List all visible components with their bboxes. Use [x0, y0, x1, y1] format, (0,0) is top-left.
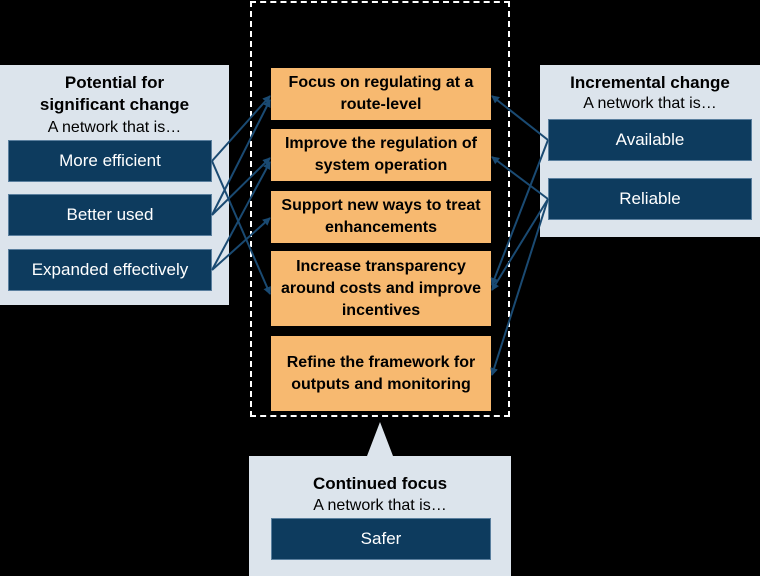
arrow-reliable-to-outputs — [490, 198, 549, 376]
right-panel-subtitle: A network that is… — [583, 95, 717, 112]
arrow-better-used-to-system — [211, 157, 271, 216]
arrow-reliable-to-system — [491, 156, 549, 200]
outputs-monitoring-box: Refine the framework for outputs and mon… — [271, 336, 491, 411]
more-efficient-box: More efficient — [8, 140, 212, 182]
left-panel-title-line2: significant change — [39, 95, 190, 114]
system-operation-box: Improve the regulation of system operati… — [271, 129, 491, 181]
bottom-panel-subtitle: A network that is… — [313, 497, 447, 514]
arrow-available-to-transparency — [490, 139, 549, 286]
route-level-box: Focus on regulating at a route-level — [271, 68, 491, 120]
transparency-box: Increase transparency around costs and i… — [271, 251, 491, 326]
safer-box: Safer — [271, 518, 491, 560]
bottom-panel-title: Continued focus — [312, 474, 448, 493]
enhancements-box: Support new ways to treat enhancements — [271, 191, 491, 243]
arrow-efficient-to-transparency — [211, 160, 271, 295]
arrow-expanded-to-system — [211, 161, 271, 271]
available-box: Available — [548, 119, 752, 161]
arrow-better-used-to-route — [211, 99, 271, 216]
expanded-effectively-box: Expanded effectively — [8, 249, 212, 291]
arrow-expanded-to-enhancements — [211, 217, 271, 271]
arrow-efficient-to-route — [211, 95, 271, 162]
bottom-panel: Continued focus A network that is… — [249, 456, 511, 576]
left-panel-subtitle: A network that is… — [47, 119, 182, 136]
arrow-available-to-route — [491, 95, 549, 141]
right-panel-title: Incremental change — [570, 73, 730, 92]
center-dashed-frame — [250, 1, 510, 417]
better-used-box: Better used — [8, 194, 212, 236]
arrow-reliable-to-transparency — [491, 198, 549, 291]
left-panel-title-line1: Potential for — [64, 73, 165, 92]
reliable-box: Reliable — [548, 178, 752, 220]
